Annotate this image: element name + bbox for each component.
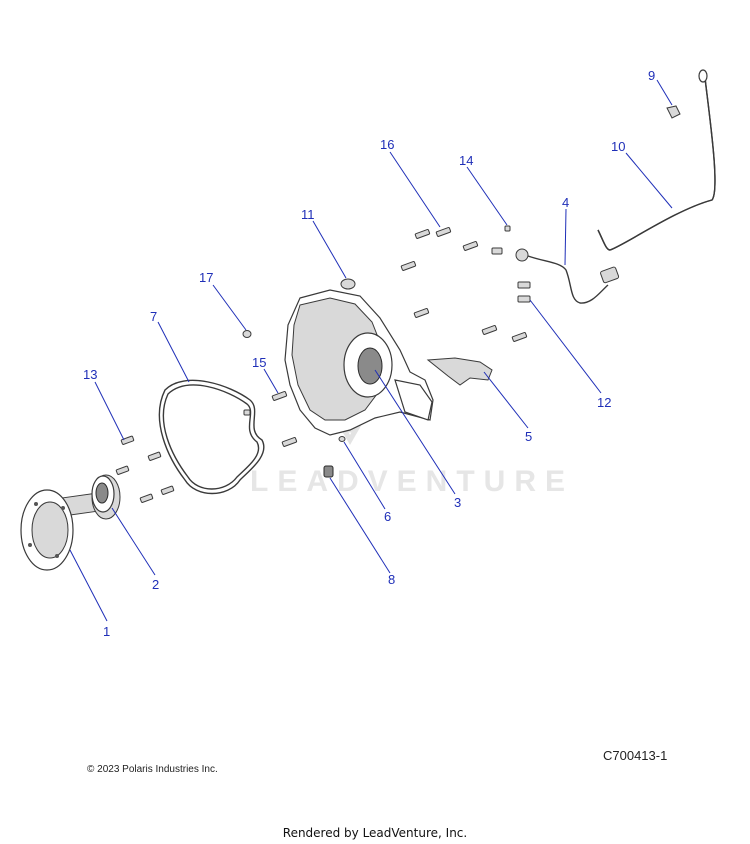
copyright-notice: © 2023 Polaris Industries Inc. (87, 764, 218, 775)
callout-16: 16 (380, 137, 394, 152)
part-11-grommet (340, 278, 356, 290)
part-9-clip (666, 105, 681, 119)
callout-2: 2 (152, 577, 159, 592)
part-8-plug (323, 465, 334, 478)
part-10-tube (597, 69, 716, 251)
callout-17: 17 (199, 270, 213, 285)
part-7-gasket (158, 379, 265, 495)
callout-labels: 1 2 3 4 5 6 7 8 9 10 11 12 13 14 15 16 1… (83, 68, 655, 639)
bolt-15 (271, 390, 288, 401)
callout-13: 13 (83, 367, 97, 382)
bolt-13 (120, 435, 135, 445)
part-14-fastener (491, 225, 511, 255)
part-5-bracket (426, 357, 493, 386)
part-3-housing (284, 289, 434, 436)
callout-6: 6 (384, 509, 391, 524)
callout-14: 14 (459, 153, 473, 168)
callout-12: 12 (597, 395, 611, 410)
part-6-dowel (338, 436, 346, 442)
callout-10: 10 (611, 139, 625, 154)
part-2-bearing (91, 474, 121, 520)
bolt-16 (414, 228, 431, 239)
bolts (115, 226, 528, 503)
rendered-by-footer: Rendered by LeadVenture, Inc. (282, 826, 468, 840)
watermark: LEADVENTURE (250, 403, 574, 498)
watermark-text: LEADVENTURE (250, 465, 574, 498)
callout-4: 4 (562, 195, 569, 210)
callout-1: 1 (103, 624, 110, 639)
part-12-clips (517, 281, 531, 303)
callout-8: 8 (388, 572, 395, 587)
callout-7: 7 (150, 309, 157, 324)
part-4-sensor (515, 248, 620, 304)
leader-lines (69, 79, 673, 622)
callout-9: 9 (648, 68, 655, 83)
callout-5: 5 (525, 429, 532, 444)
figure-code: C700413-1 (603, 748, 668, 763)
callout-3: 3 (454, 495, 461, 510)
callout-15: 15 (252, 355, 266, 370)
part-1-flange-shaft (20, 489, 105, 571)
part-17-plug (242, 330, 252, 338)
callout-11: 11 (301, 207, 315, 222)
